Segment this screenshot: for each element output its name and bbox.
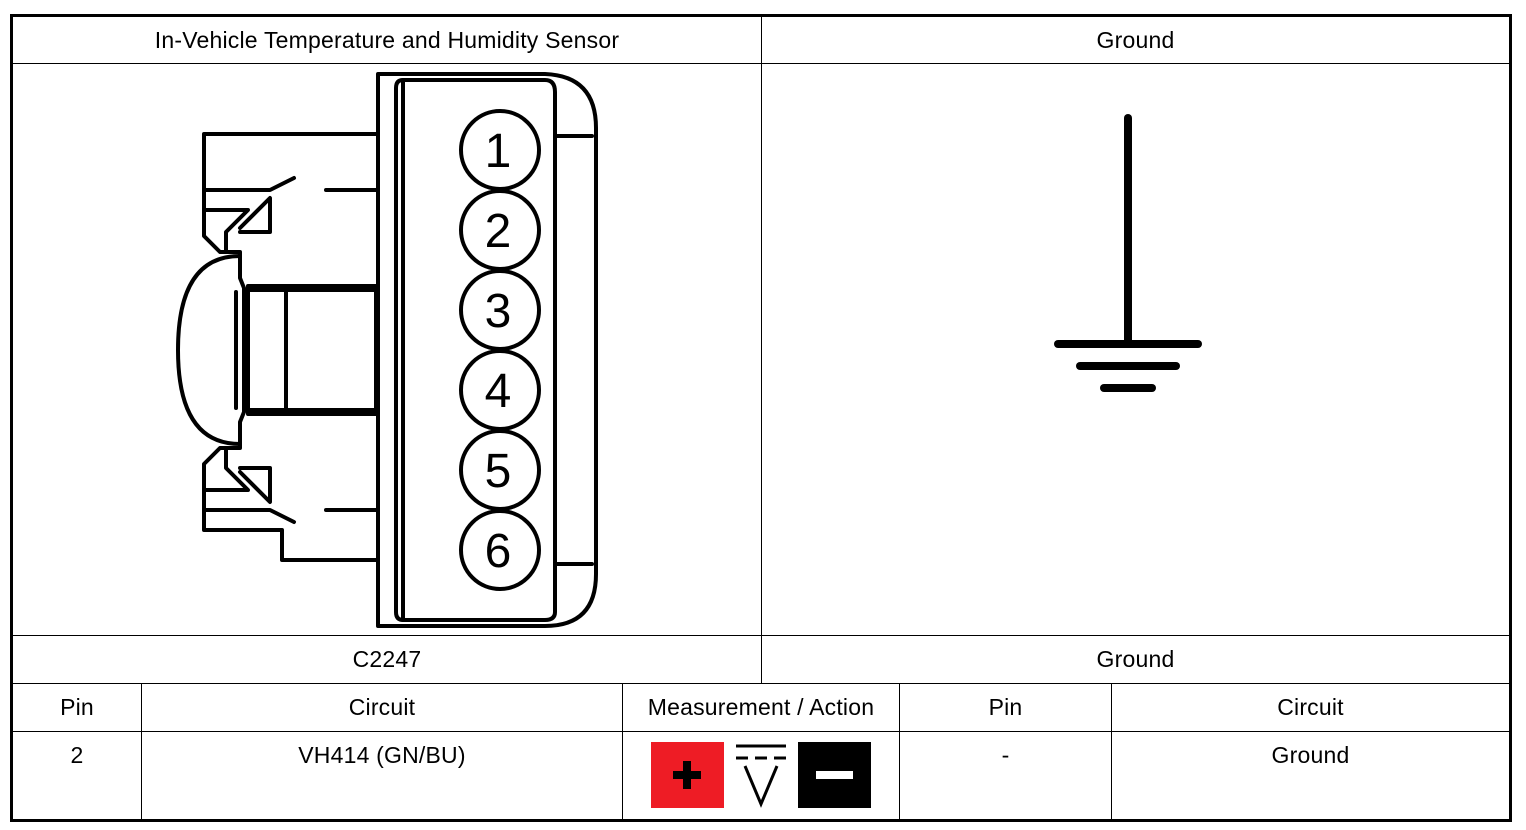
- column-header-pin: Pin: [60, 694, 94, 720]
- col-divider-3: [899, 683, 900, 819]
- pin-number-6: 6: [485, 525, 512, 578]
- col-divider-4: [1111, 683, 1112, 819]
- col-divider-1: [141, 683, 142, 819]
- ground-symbol-icon: [1054, 114, 1202, 392]
- right-component-title: Ground: [1096, 26, 1175, 53]
- connector-face-diagram: 1 2 3 4 5 6: [176, 72, 598, 628]
- pin-number-1: 1: [485, 125, 512, 178]
- left-component-title: In-Vehicle Temperature and Humidity Sens…: [154, 26, 620, 53]
- dc-voltage-icon: [736, 744, 786, 808]
- pin-number-2: 2: [485, 205, 512, 258]
- col-divider-2: [622, 683, 623, 819]
- pin-number-5: 5: [485, 445, 512, 498]
- column-header-measurement: Measurement / Action: [647, 694, 875, 720]
- row-circuit-2: Ground: [1271, 742, 1350, 768]
- center-divider: [761, 17, 762, 683]
- column-header-divider: [13, 731, 1509, 732]
- row-circuit: VH414 (GN/BU): [298, 742, 466, 768]
- left-connector-id: C2247: [352, 646, 422, 672]
- pin-number-4: 4: [485, 365, 512, 418]
- minus-sign-icon: [798, 742, 871, 808]
- column-header-circuit-2: Circuit: [1277, 694, 1344, 720]
- pin-number-3: 3: [485, 285, 512, 338]
- label-divider: [13, 683, 1509, 684]
- pinout-table-frame: [10, 14, 1512, 822]
- column-header-pin-2: Pin: [988, 694, 1023, 720]
- pin-circle-6: [459, 509, 541, 591]
- column-header-circuit: Circuit: [348, 694, 416, 720]
- right-connector-id: Ground: [1096, 646, 1175, 672]
- row-pin-2: -: [1001, 742, 1010, 768]
- row-pin: 2: [70, 742, 84, 768]
- plus-sign-icon: [651, 742, 724, 808]
